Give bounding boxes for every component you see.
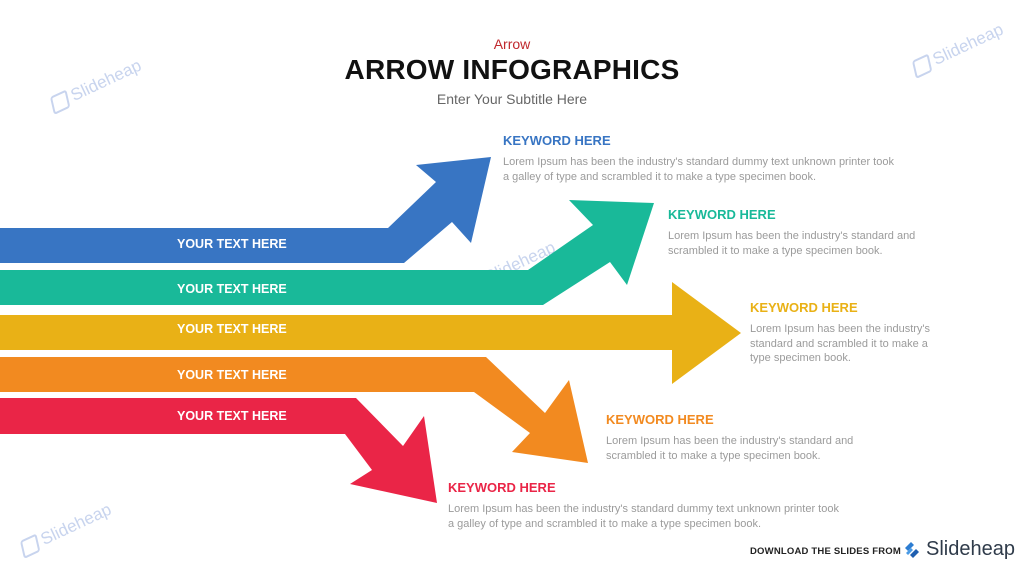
- keyword-title: KEYWORD HERE: [503, 133, 611, 148]
- keyword-block: KEYWORD HERE Lorem Ipsum has been the in…: [448, 480, 848, 531]
- keyword-title: KEYWORD HERE: [448, 480, 556, 495]
- arrow-blue: [0, 157, 491, 263]
- keyword-description: Lorem Ipsum has been the industry's stan…: [448, 503, 839, 530]
- arrow-yellow: [0, 282, 741, 384]
- arrow-red: [0, 398, 437, 503]
- download-text: DOWNLOAD THE SLIDES FROM: [750, 546, 901, 557]
- keyword-title: KEYWORD HERE: [750, 300, 858, 315]
- keyword-description: Lorem Ipsum has been the industry's stan…: [606, 435, 854, 462]
- brand-name: Slideheap: [926, 538, 1015, 560]
- slideheap-logo-icon: [905, 541, 919, 558]
- arrow-label: YOUR TEXT HERE: [177, 409, 287, 423]
- keyword-description: Lorem Ipsum has been the industry's stan…: [503, 156, 894, 183]
- slide-title: ARROW INFOGRAPHICS: [344, 54, 680, 85]
- keyword-block: KEYWORD HERE Lorem Ipsum has been the in…: [503, 133, 903, 184]
- keyword-block: KEYWORD HERE Lorem Ipsum has been the in…: [668, 207, 926, 258]
- slide-subtitle: Enter Your Subtitle Here: [436, 91, 588, 107]
- brand-logo[interactable]: Slideheap: [902, 538, 1015, 561]
- arrow-label: YOUR TEXT HERE: [177, 282, 287, 296]
- keyword-block: KEYWORD HERE Lorem Ipsum has been the in…: [750, 300, 950, 366]
- keyword-description: Lorem Ipsum has been the industry's stan…: [668, 230, 916, 257]
- arrow-orange: [0, 357, 588, 463]
- keyword-block: KEYWORD HERE Lorem Ipsum has been the in…: [606, 412, 864, 463]
- keyword-title: KEYWORD HERE: [668, 207, 776, 222]
- keyword-description: Lorem Ipsum has been the industry's stan…: [750, 323, 931, 364]
- slide-kicker: Arrow: [493, 36, 531, 52]
- arrow-teal: [0, 200, 654, 305]
- keyword-title: KEYWORD HERE: [606, 412, 714, 427]
- arrow-label: YOUR TEXT HERE: [177, 368, 287, 382]
- arrow-label: YOUR TEXT HERE: [177, 237, 287, 251]
- arrow-label: YOUR TEXT HERE: [177, 322, 287, 336]
